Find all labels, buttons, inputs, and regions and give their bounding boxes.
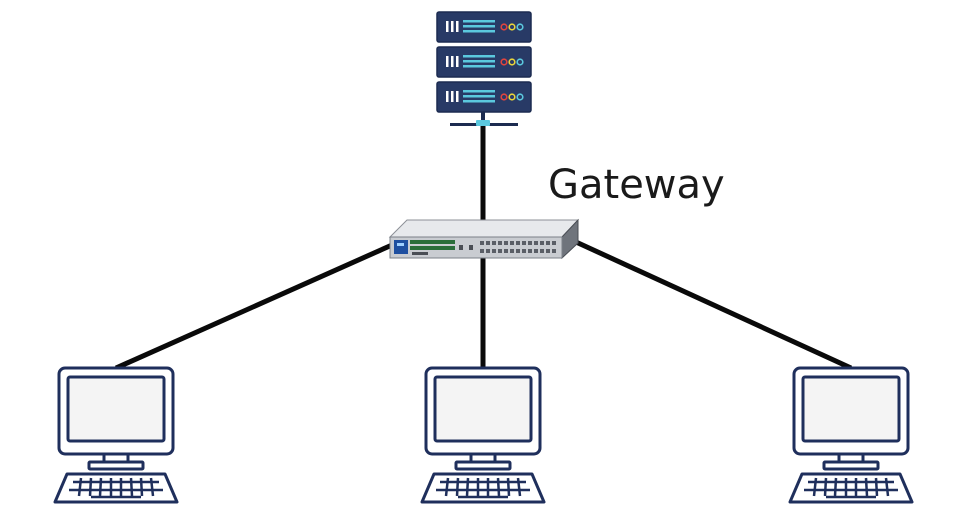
cable-switch-to-pc-right	[574, 239, 853, 371]
server-stand-icon	[450, 112, 518, 126]
gateway-label: Gateway	[548, 162, 725, 208]
network-switch-icon	[388, 218, 580, 260]
server-unit-1	[436, 11, 532, 43]
server-unit-2	[436, 46, 532, 78]
desktop-computer-icon	[420, 366, 546, 504]
server-unit-3	[436, 81, 532, 113]
cables	[114, 122, 853, 371]
desktop-computer-icon	[53, 366, 179, 504]
desktop-computer-icon	[788, 366, 914, 504]
server-rack-icon	[436, 11, 532, 126]
cable-switch-to-pc-left	[114, 242, 394, 371]
